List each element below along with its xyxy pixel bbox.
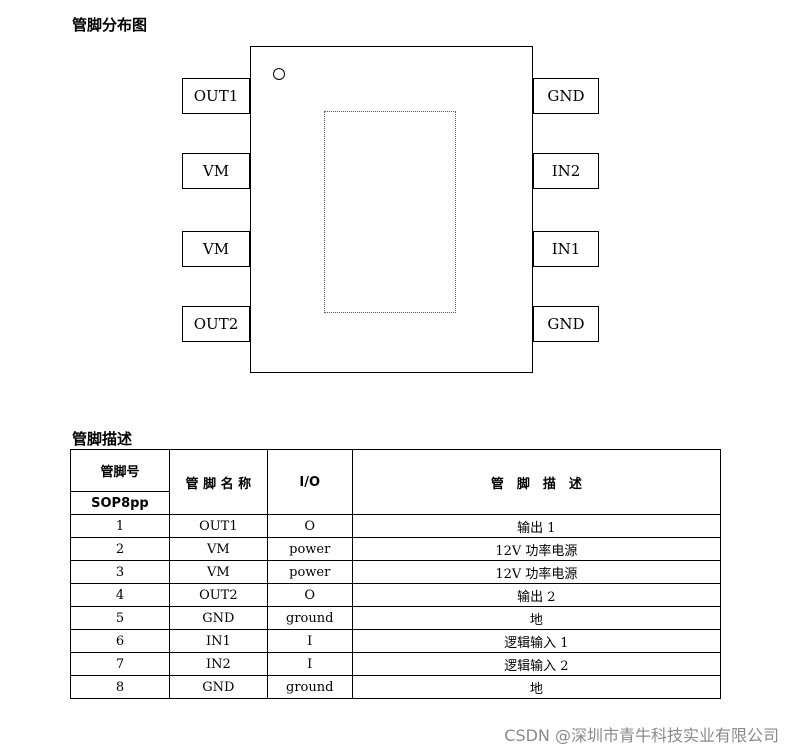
cell-pin-name: OUT2 bbox=[168, 583, 268, 607]
cell-io: O bbox=[266, 583, 353, 607]
cell-pin-no: 1 bbox=[70, 514, 170, 538]
pin-label-gnd-8: GND bbox=[533, 78, 599, 114]
header-description: 管 脚 描 述 bbox=[351, 449, 722, 515]
cell-pin-no: 8 bbox=[70, 675, 170, 699]
cell-pin-name: IN2 bbox=[168, 652, 268, 676]
pin-label-vm-2: VM bbox=[182, 153, 250, 189]
pin-layout-heading: 管脚分布图 bbox=[72, 16, 148, 34]
cell-pin-name: GND bbox=[168, 675, 268, 699]
cell-pin-no: 2 bbox=[70, 537, 170, 561]
cell-pin-name: GND bbox=[168, 606, 268, 630]
cell-io: ground bbox=[266, 675, 353, 699]
cell-pin-no: 7 bbox=[70, 652, 170, 676]
pin-label-out1: OUT1 bbox=[182, 78, 250, 114]
cell-description: 输出 1 bbox=[351, 514, 722, 538]
table-row: 3 VM power 12V 功率电源 bbox=[70, 560, 722, 584]
cell-description: 逻辑输入 2 bbox=[351, 652, 722, 676]
cell-description: 输出 2 bbox=[351, 583, 722, 607]
cell-io: I bbox=[266, 629, 353, 653]
cell-io: power bbox=[266, 537, 353, 561]
cell-description: 逻辑输入 1 bbox=[351, 629, 722, 653]
header-pin-no: 管脚号 bbox=[70, 449, 170, 492]
pin1-marker-icon bbox=[273, 68, 285, 80]
pin-description-table: 管脚号 管 脚 名 称 I/O 管 脚 描 述 SOP8pp 1 OUT1 O … bbox=[70, 449, 722, 699]
pin-label-gnd-5: GND bbox=[533, 306, 599, 342]
cell-io: power bbox=[266, 560, 353, 584]
header-package: SOP8pp bbox=[70, 491, 170, 515]
pin-label-out2: OUT2 bbox=[182, 306, 250, 342]
cell-io: ground bbox=[266, 606, 353, 630]
cell-description: 12V 功率电源 bbox=[351, 560, 722, 584]
cell-description: 地 bbox=[351, 675, 722, 699]
cell-pin-no: 6 bbox=[70, 629, 170, 653]
pin-label-in1: IN1 bbox=[533, 231, 599, 267]
cell-description: 12V 功率电源 bbox=[351, 537, 722, 561]
table-row: 5 GND ground 地 bbox=[70, 606, 722, 630]
table-row: 2 VM power 12V 功率电源 bbox=[70, 537, 722, 561]
table-row: 8 GND ground 地 bbox=[70, 675, 722, 699]
pin-description-heading: 管脚描述 bbox=[72, 430, 133, 448]
table-row: 4 OUT2 O 输出 2 bbox=[70, 583, 722, 607]
cell-pin-name: OUT1 bbox=[168, 514, 268, 538]
cell-pin-no: 5 bbox=[70, 606, 170, 630]
cell-io: O bbox=[266, 514, 353, 538]
pin-label-in2: IN2 bbox=[533, 153, 599, 189]
header-pin-name: 管 脚 名 称 bbox=[168, 449, 268, 515]
thermal-pad bbox=[324, 111, 456, 313]
pin-label-vm-3: VM bbox=[182, 231, 250, 267]
table-row: 6 IN1 I 逻辑输入 1 bbox=[70, 629, 722, 653]
cell-pin-name: VM bbox=[168, 560, 268, 584]
header-io: I/O bbox=[266, 449, 353, 515]
cell-pin-no: 4 bbox=[70, 583, 170, 607]
table-row: 1 OUT1 O 输出 1 bbox=[70, 514, 722, 538]
cell-description: 地 bbox=[351, 606, 722, 630]
watermark-text: CSDN @深圳市青牛科技实业有限公司 bbox=[504, 726, 779, 745]
cell-pin-no: 3 bbox=[70, 560, 170, 584]
cell-io: I bbox=[266, 652, 353, 676]
cell-pin-name: VM bbox=[168, 537, 268, 561]
chip-body bbox=[250, 46, 533, 373]
cell-pin-name: IN1 bbox=[168, 629, 268, 653]
table-row: 7 IN2 I 逻辑输入 2 bbox=[70, 652, 722, 676]
